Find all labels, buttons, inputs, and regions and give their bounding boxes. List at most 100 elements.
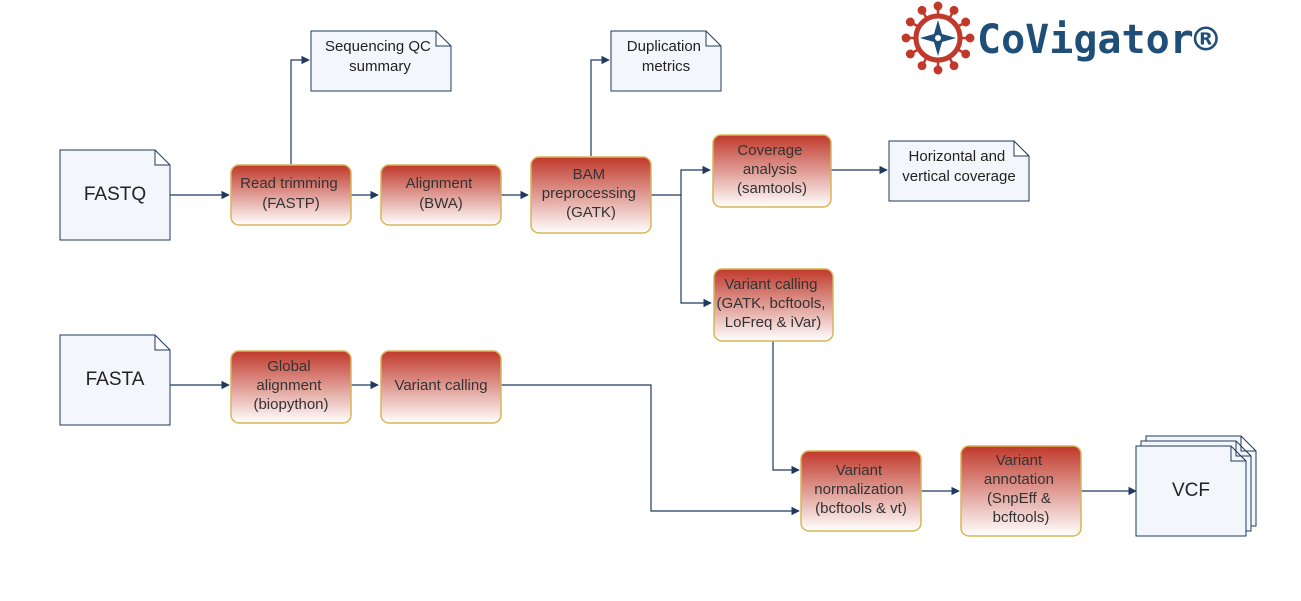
alignment-step: Alignment (BWA) [380,164,502,226]
virus-body [913,13,963,63]
virus-spike-tip [933,65,943,75]
coverage-analysis-line-3: (samtools) [737,180,807,197]
coverage-analysis-label: Coverage analysis (samtools) [737,142,807,197]
variant-annotation-box [960,445,1082,537]
fasta-label: FASTA [86,369,145,390]
variant-annotation-line-4: bcftools) [993,509,1050,526]
arrow-variant-calling-to-normalization [772,341,800,475]
coverage-analysis-line-2: analysis [743,161,797,178]
bam-preprocessing-box [530,156,652,234]
compass-center [935,35,941,41]
virus-spike-tip [905,49,915,59]
global-alignment-step: Global alignment (biopython) [230,350,352,424]
bam-preprocessing-label: BAM preprocessing (GATK) [542,166,640,221]
fastq-label: FASTQ [84,184,146,205]
global-alignment-line-3: (biopython) [253,396,328,413]
coverage-analysis-line-1: Coverage [737,142,802,159]
alignment-box [380,164,502,226]
global-alignment-line-2: alignment [256,377,322,394]
variant-calling-reads-line-1: Variant calling [724,276,817,293]
variant-calling-reads-box [713,268,834,342]
vcf-label: VCF [1172,480,1210,501]
global-alignment-label: Global alignment (biopython) [253,358,328,413]
fasta-document: FASTA [59,334,171,426]
read-trimming-line-1: Read trimming [240,175,338,192]
sequencing-qc-summary-label: Sequencing QC summary [325,38,435,75]
alignment-line-2: (BWA) [419,195,463,212]
virus-spike-tip [961,49,971,59]
sequencing-qc-summary-line-2: summary [349,58,411,75]
vcf-document-front [1135,445,1247,537]
duplication-metrics-document: Duplication metrics [610,30,722,92]
read-trimming-step: Read trimming (FASTP) [230,164,352,226]
virus-spike-tip [933,1,943,11]
bam-preprocessing-step: BAM preprocessing (GATK) [530,156,652,234]
coverage-analysis-step: Coverage analysis (samtools) [712,134,832,208]
alignment-label: Alignment (BWA) [406,175,477,212]
coverage-output-line-2: vertical coverage [902,168,1015,185]
alignment-line-1: Alignment [406,175,474,192]
bam-preprocessing-line-3: (GATK) [566,204,616,221]
variant-calling-reads-line-2: (GATK, bcftools, [716,295,825,312]
coverage-output-document: Horizontal and vertical coverage [888,140,1030,202]
arrow-bam-to-coverage-analysis [651,165,711,196]
variant-calling-fasta-label: Variant calling [394,377,487,394]
variant-normalization-line-3: (bcftools & vt) [815,500,907,517]
arrow-bam-to-duplication-metrics [590,55,610,156]
virus-spike-tip [961,17,971,27]
variant-normalization-box [800,450,922,532]
arrow-fasta-variant-calling-to-normalization [501,384,800,516]
sequencing-qc-summary-document: Sequencing QC summary [310,30,452,92]
variant-normalization-line-2: normalization [814,481,903,498]
read-trimming-line-2: (FASTP) [262,195,320,212]
sequencing-qc-summary-line-1: Sequencing QC [325,38,431,55]
coverage-analysis-box [712,134,832,208]
duplication-metrics-line-2: metrics [642,58,690,75]
virus-spike-tip [917,61,927,71]
coverage-output-line-1: Horizontal and [909,148,1006,165]
virus-spikes [901,1,975,75]
read-trimming-box [230,164,352,226]
coverage-output-label: Horizontal and vertical coverage [902,148,1015,185]
variant-annotation-line-1: Variant [996,452,1043,469]
virus-spike-tip [905,17,915,27]
fastq-document-shape [59,149,171,241]
fastq-document: FASTQ [59,149,171,241]
duplication-metrics-shape [610,30,722,92]
global-alignment-line-1: Global [267,358,310,375]
connectors [170,55,1137,516]
virus-spike-tip [965,33,975,43]
virus-spike-tip [949,61,959,71]
virus-spike-tip [949,5,959,15]
duplication-metrics-label: Duplication metrics [627,38,705,75]
covigator-logo: CoVigator® [901,1,1219,75]
variant-annotation-line-3: (SnpEff & [987,490,1051,507]
variant-calling-reads-step: Variant calling (GATK, bcftools, LoFreq … [713,268,834,342]
variant-normalization-line-1: Variant [836,462,883,479]
fasta-document-shape [59,334,171,426]
duplication-metrics-line-1: Duplication [627,38,701,55]
global-alignment-box [230,350,352,424]
variant-annotation-label: Variant annotation (SnpEff & bcftools) [984,452,1058,526]
arrow-read-trimming-to-qc-summary [290,55,310,164]
variant-calling-reads-line-3: LoFreq & iVar) [725,314,821,331]
vcf-document-stack: VCF [1135,435,1257,537]
bam-preprocessing-line-1: BAM [573,166,606,183]
virus-spike-tip [901,33,911,43]
variant-calling-fasta-box [380,350,502,424]
variant-normalization-label: Variant normalization (bcftools & vt) [814,462,907,517]
read-trimming-label: Read trimming (FASTP) [240,175,342,212]
coverage-output-shape [888,140,1030,202]
logo-text: CoVigator® [977,17,1219,63]
virus-compass-icon [901,1,975,75]
arrow-bam-to-variant-calling [680,195,712,308]
virus-spike-tip [917,5,927,15]
variant-annotation-step: Variant annotation (SnpEff & bcftools) [960,445,1082,537]
variant-annotation-line-2: annotation [984,471,1054,488]
variant-calling-reads-label: Variant calling (GATK, bcftools, LoFreq … [716,276,829,331]
variant-calling-fasta-step: Variant calling [380,350,502,424]
variant-normalization-step: Variant normalization (bcftools & vt) [800,450,922,532]
variant-calling-fasta-line-1: Variant calling [394,377,487,394]
bam-preprocessing-line-2: preprocessing [542,185,636,202]
